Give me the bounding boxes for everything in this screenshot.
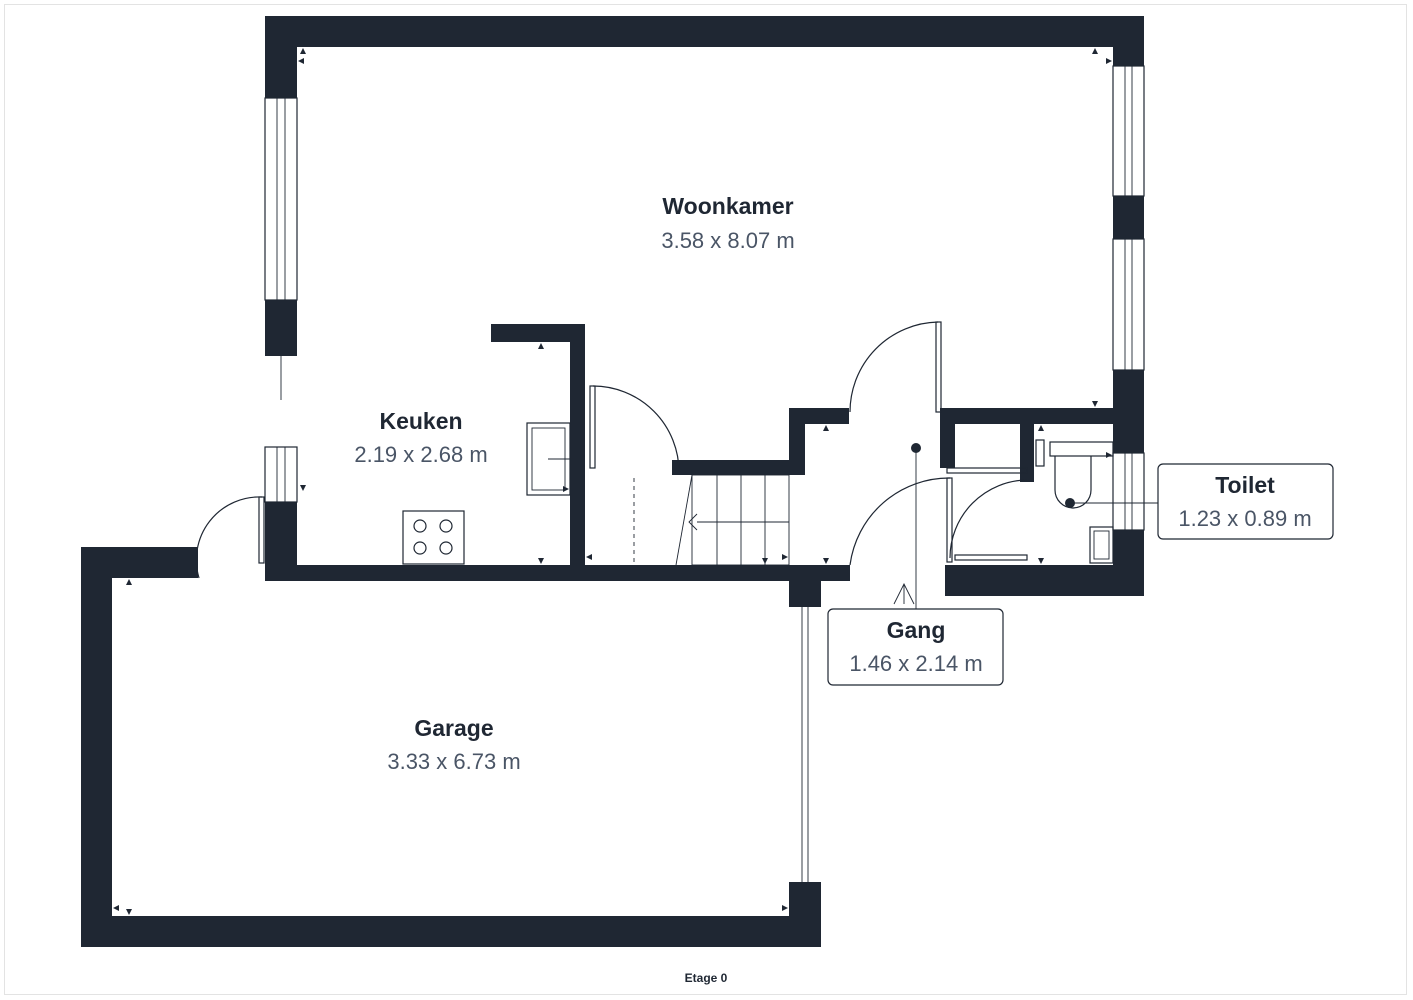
kitchen-fixtures [402,422,571,565]
garage-name: Garage [414,715,493,741]
toilet-fixtures [1035,439,1114,564]
toilet-size: 1.23 x 0.89 m [1178,506,1311,531]
gang-name: Gang [887,617,946,643]
dimension-ticks [113,48,1112,915]
keuken-size: 2.19 x 2.68 m [354,442,487,467]
walls [81,16,1144,947]
gang-size: 1.46 x 2.14 m [849,651,982,676]
room-keuken: Keuken 2.19 x 2.68 m [354,408,487,467]
floor-label: Etage 0 [685,971,728,985]
toilet-pointer [1065,498,1158,508]
keuken-name: Keuken [379,408,462,434]
toilet-name: Toilet [1215,472,1275,498]
staircase [583,440,790,566]
room-woonkamer: Woonkamer 3.58 x 8.07 m [661,193,794,253]
woonkamer-size: 3.58 x 8.07 m [661,228,794,253]
room-gang: Gang 1.46 x 2.14 m [827,608,1004,686]
gang-pointer [893,443,921,609]
windows [264,65,1145,882]
woonkamer-name: Woonkamer [662,193,793,219]
doors [195,321,1028,579]
garage-size: 3.33 x 6.73 m [387,749,520,774]
room-garage: Garage 3.33 x 6.73 m [387,715,520,774]
stove [402,510,465,565]
room-toilet: Toilet 1.23 x 0.89 m [1157,463,1334,540]
